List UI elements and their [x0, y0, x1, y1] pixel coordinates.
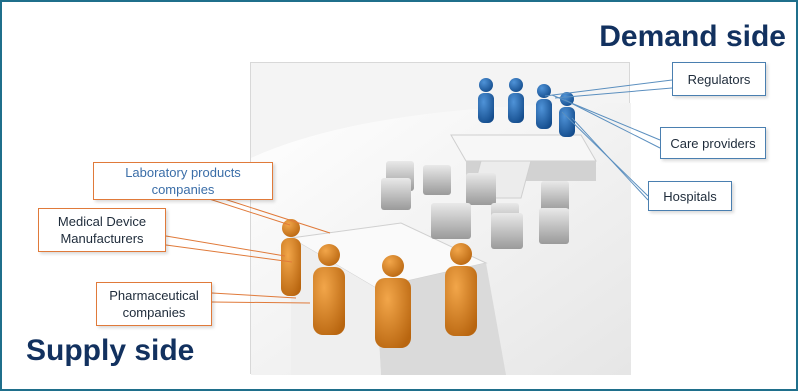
label-care-providers: Care providers: [660, 127, 766, 159]
illustration-svg: [251, 78, 631, 375]
supply-side-title: Supply side: [26, 334, 195, 367]
label-hospitals: Hospitals: [648, 181, 732, 211]
label-medical-device-manufacturers: Medical Device Manufacturers: [38, 208, 166, 252]
supply-connectors: [165, 195, 331, 304]
label-regulators: Regulators: [672, 62, 766, 96]
demand-connectors: [544, 79, 673, 201]
demand-platform: [450, 134, 597, 199]
illustration-panel: [250, 62, 631, 375]
label-laboratory-products-companies: Laboratory products companies: [93, 162, 273, 200]
demand-side-title: Demand side: [599, 20, 786, 53]
supply-figures: [281, 219, 477, 348]
demand-figures: [478, 78, 575, 137]
puzzle-pieces: [381, 161, 569, 249]
label-pharmaceutical-companies: Pharmaceutical companies: [96, 282, 212, 326]
